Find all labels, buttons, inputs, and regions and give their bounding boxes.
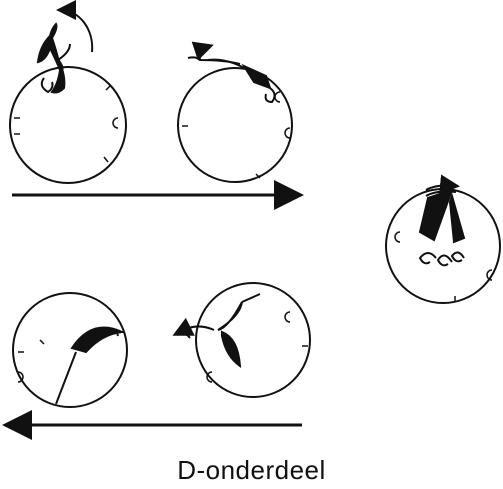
motion-arrow (191, 41, 214, 61)
wheel (195, 282, 311, 398)
gymnast (418, 188, 466, 267)
figure-bottom-left (12, 292, 128, 408)
caption: D-onderdeel (177, 455, 326, 485)
figure-top-left (9, 0, 127, 184)
wheel-ticks (394, 231, 493, 302)
wheel-ticks (182, 91, 291, 179)
figure-bottom-right (172, 282, 311, 398)
motion-arrow (56, 0, 94, 53)
wheel (9, 66, 127, 184)
gymnast (36, 22, 71, 94)
wheel-ticks (17, 339, 45, 383)
motion-arrow (172, 317, 195, 339)
wheel-ticks (14, 85, 119, 163)
figure-top-right (177, 41, 293, 183)
wheel (177, 67, 293, 183)
wheel-ticks (206, 311, 308, 383)
motion-arrow (425, 174, 460, 195)
figure-right-middle (385, 174, 501, 304)
gymnast (55, 326, 126, 405)
wheel (12, 292, 128, 408)
gymnast (179, 293, 261, 369)
